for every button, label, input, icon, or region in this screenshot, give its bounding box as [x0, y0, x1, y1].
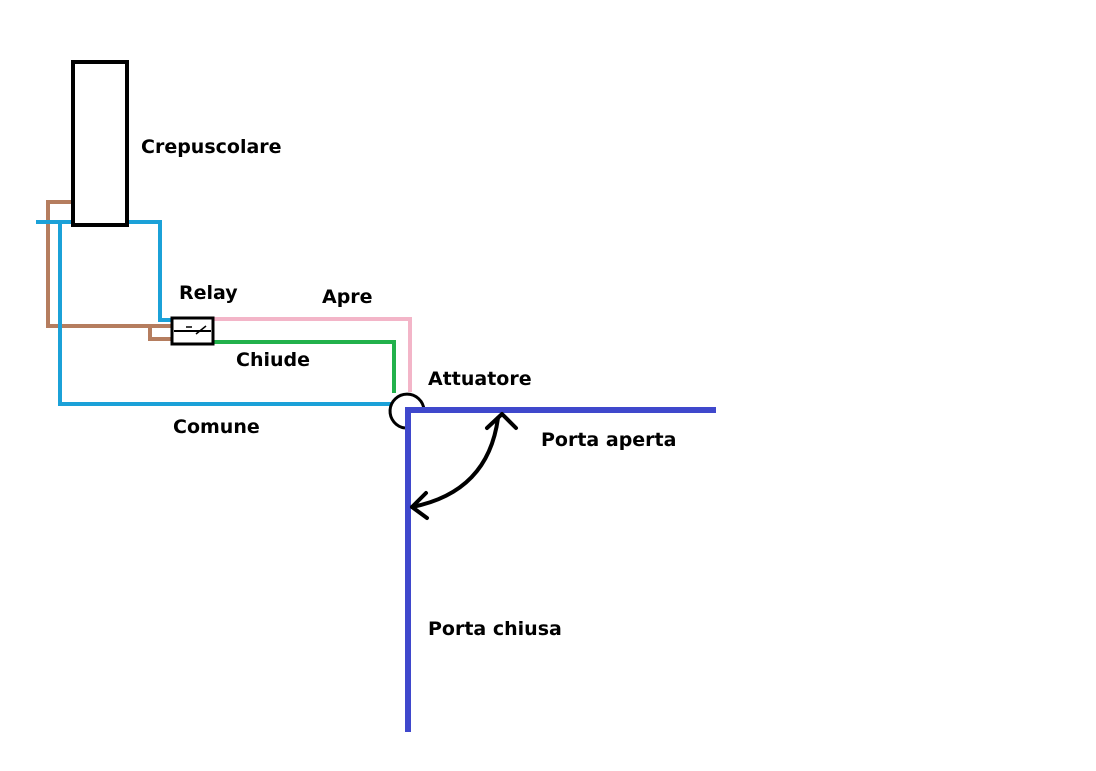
door — [405, 407, 716, 732]
porta-chiusa-label: Porta chiusa — [428, 618, 562, 640]
apre-label: Apre — [322, 286, 373, 308]
actuator-circle — [388, 392, 426, 430]
rotation-arrow-icon — [410, 412, 518, 520]
common-wire — [36, 220, 392, 406]
crepuscolare-box — [71, 60, 129, 227]
chiude-label: Chiude — [236, 349, 310, 371]
crepuscolare-label: Crepuscolare — [141, 136, 282, 158]
comune-label: Comune — [173, 416, 260, 438]
close-wire — [214, 340, 396, 393]
relay-label: Relay — [179, 282, 238, 304]
relay-box — [170, 316, 215, 346]
open-wire — [214, 317, 412, 392]
power-wire — [46, 200, 174, 341]
porta-aperta-label: Porta aperta — [541, 429, 677, 451]
attuatore-label: Attuatore — [428, 368, 532, 390]
